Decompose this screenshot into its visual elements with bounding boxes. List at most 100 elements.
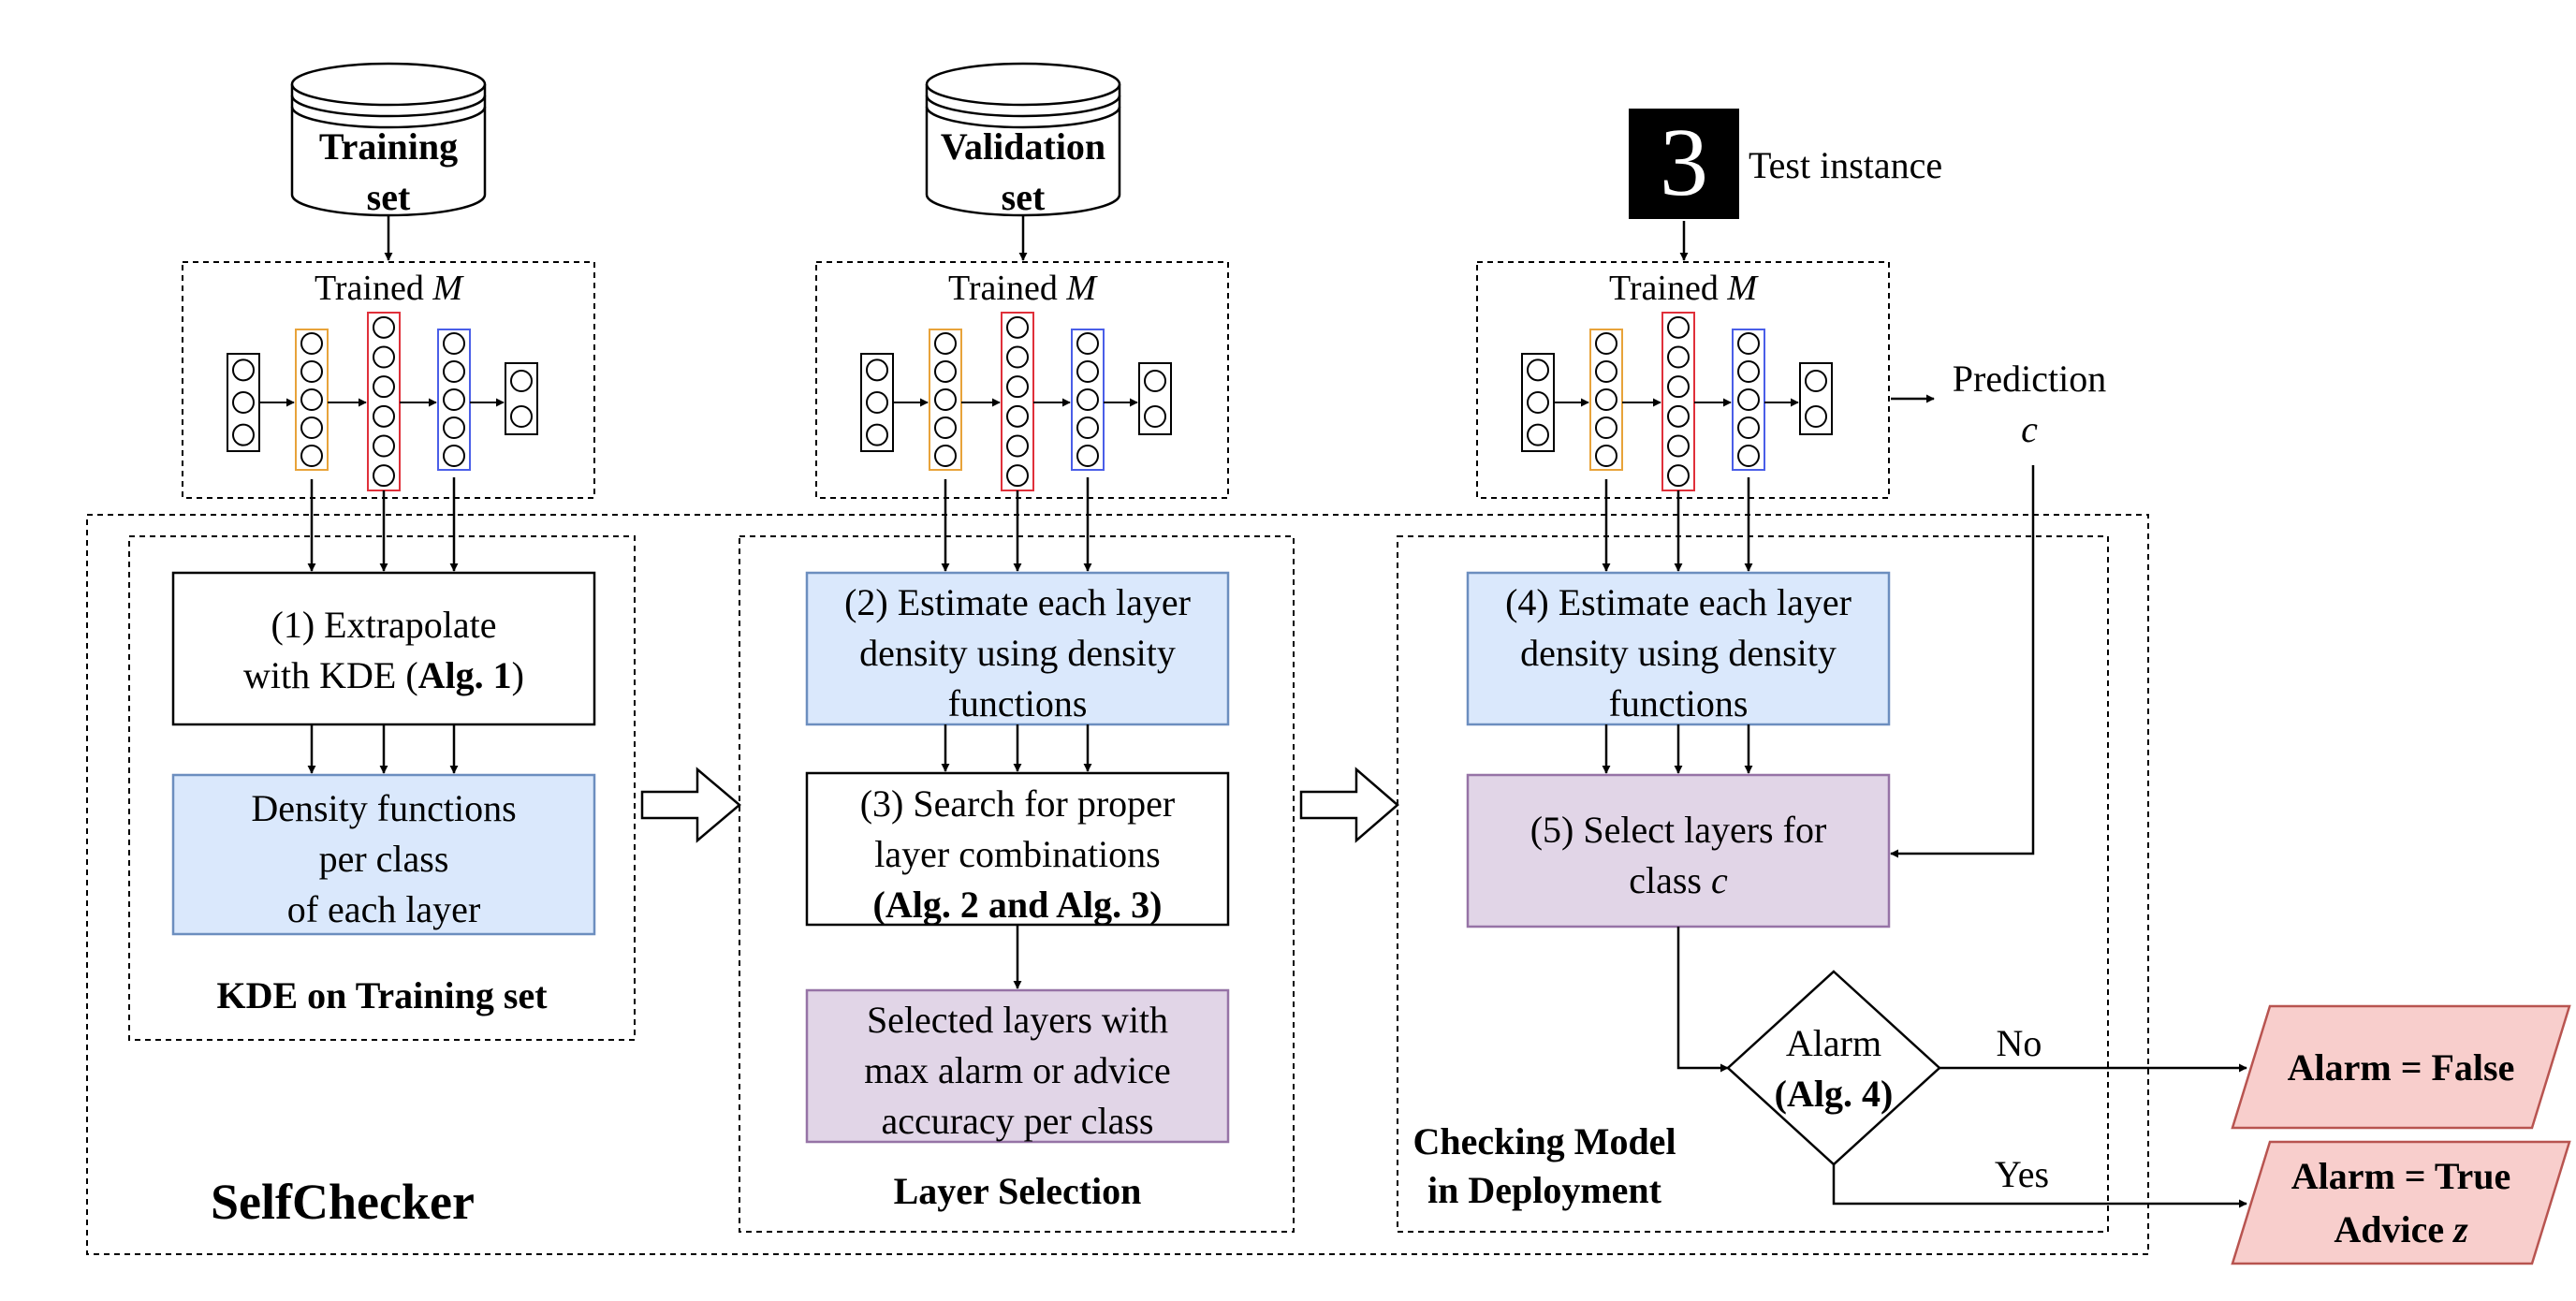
training-set-cylinder-ring: [290, 95, 487, 118]
prediction-label: Prediction: [1953, 358, 2106, 400]
nn-neuron: [1595, 360, 1617, 383]
block-arrow-layer-to-deploy: [1299, 767, 1399, 843]
nn-neuron: [443, 417, 465, 439]
deployment-title-line1: Checking Model: [1412, 1120, 1676, 1162]
neural-network-3: [1521, 312, 1833, 491]
training-set-label-1: Training: [319, 125, 458, 168]
search-combinations-box: [805, 771, 1230, 927]
nn-neuron: [866, 358, 888, 382]
nn-neuron: [1667, 464, 1690, 488]
nn-layer-frame: [1589, 329, 1623, 471]
nn-neuron: [232, 391, 255, 414]
select-layers-class-box: [1466, 773, 1891, 928]
model-box-3: [1476, 261, 1890, 499]
extrapolate-kde-box: [171, 571, 596, 726]
nn-neuron: [300, 445, 323, 467]
nn-neuron: [443, 332, 465, 355]
estimate-density-4-line3: functions: [1609, 682, 1749, 724]
estimate-density-box-2: [805, 571, 1230, 726]
nn-neuron: [373, 464, 395, 488]
validation-set-cylinder-ring: [925, 95, 1121, 118]
block-arrow-kde-to-layer: [640, 767, 741, 843]
nn-layer-frame: [1732, 329, 1765, 471]
nn-neuron: [934, 445, 957, 467]
test-instance-digit: 3: [1660, 109, 1708, 216]
nn-neuron: [1527, 391, 1549, 414]
nn-neuron: [1667, 315, 1690, 339]
nn-neuron: [934, 332, 957, 355]
nn-neuron: [1737, 360, 1760, 383]
nn-neuron: [1595, 332, 1617, 355]
layer-selection-panel: [739, 535, 1295, 1233]
nn-layer-frame: [367, 312, 401, 491]
estimate-density-box-4: [1466, 571, 1891, 726]
model-box-2: [815, 261, 1229, 499]
nn-neuron: [934, 417, 957, 439]
nn-neuron: [1595, 388, 1617, 411]
search-combinations-line1: (3) Search for proper: [860, 782, 1176, 825]
nn-neuron: [934, 388, 957, 411]
estimate-density-2-line2: density using density: [859, 632, 1176, 674]
test-instance-image: 3: [1629, 109, 1739, 219]
validation-set-cylinder-top: [925, 62, 1121, 107]
selected-layers-box: [805, 988, 1230, 1144]
nn-neuron: [443, 360, 465, 383]
nn-neuron: [1805, 405, 1827, 428]
nn-neuron: [1737, 388, 1760, 411]
model-label-3: Trained M: [1609, 269, 1759, 308]
prediction-class-var: c: [2021, 408, 2038, 450]
alarm-false-output: [2231, 1004, 2571, 1130]
model-label-1: Trained M: [315, 269, 464, 308]
nn-neuron: [373, 434, 395, 458]
test-instance-label: Test instance: [1749, 144, 1942, 186]
advice-text: Advice z: [2334, 1208, 2468, 1250]
alarm-alg-label: (Alg. 4): [1775, 1073, 1894, 1115]
kde-panel: [128, 535, 636, 1041]
nn-neuron: [300, 360, 323, 383]
nn-neuron: [300, 417, 323, 439]
estimate2-to-search-arrows: [941, 724, 1092, 772]
arrow-alarm-yes: [1832, 1164, 2247, 1208]
nn-neuron: [232, 358, 255, 382]
nn-neuron: [232, 423, 255, 446]
yes-label: Yes: [1995, 1153, 2049, 1195]
nn-neuron: [1006, 375, 1029, 399]
nn-neuron: [300, 388, 323, 411]
selected-layers-line3: accuracy per class: [882, 1100, 1154, 1142]
nn-neuron: [1667, 375, 1690, 399]
nn-neuron: [1805, 370, 1827, 392]
nn-neuron: [1667, 404, 1690, 428]
deployment-panel: [1397, 535, 2109, 1233]
nn-neuron: [1667, 345, 1690, 369]
estimate-density-4-line1: (4) Estimate each layer: [1505, 581, 1852, 623]
nn-neuron: [1144, 405, 1166, 428]
deployment-title-line2: in Deployment: [1427, 1169, 1662, 1211]
nn-neuron: [1006, 315, 1029, 339]
arrow-prediction-to-select: [1890, 465, 2035, 858]
nn-neuron: [1076, 417, 1099, 439]
validation-set-label-2: set: [1002, 176, 1046, 218]
training-set-database: Training set: [290, 62, 487, 218]
training-set-label-2: set: [367, 176, 411, 218]
selfchecker-label: SelfChecker: [211, 1174, 475, 1230]
nn-layer-frame: [929, 329, 962, 471]
nn-layer-frame: [1001, 312, 1034, 491]
nn-layer-frame: [295, 329, 329, 471]
density-functions-line1: Density functions: [251, 787, 516, 829]
nn-neuron: [1527, 423, 1549, 446]
search-combinations-line2: layer combinations: [874, 833, 1160, 875]
model-to-estimate4-arrows: [1602, 477, 1753, 572]
nn-neuron: [866, 391, 888, 414]
selected-layers-line1: Selected layers with: [867, 999, 1168, 1041]
nn-neuron: [1006, 404, 1029, 428]
nn-neuron: [1144, 370, 1166, 392]
alarm-false-text: Alarm = False: [2288, 1046, 2515, 1089]
alarm-true-text: Alarm = True: [2291, 1155, 2511, 1197]
nn-neuron: [1006, 434, 1029, 458]
nn-neuron: [373, 345, 395, 369]
neural-network-1: [227, 312, 538, 491]
model-box-1: [182, 261, 595, 499]
nn-neuron: [443, 445, 465, 467]
nn-layer-frame: [1071, 329, 1105, 471]
